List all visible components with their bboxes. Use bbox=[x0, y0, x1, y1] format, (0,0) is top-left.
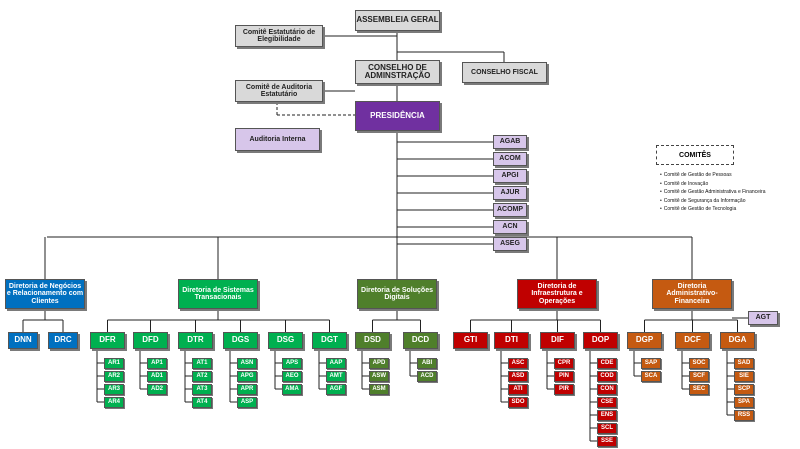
department-gti: GTI bbox=[453, 332, 488, 349]
unit-at2: AT2 bbox=[192, 371, 212, 382]
unit-apr: APR bbox=[237, 384, 257, 395]
department-dsg: DSG bbox=[268, 332, 303, 349]
assessoria-apgi: APGI bbox=[493, 169, 527, 183]
assessoria-acom: ACOM bbox=[493, 152, 527, 166]
unit-apd: APD bbox=[369, 358, 389, 369]
unit-ap1: AP1 bbox=[147, 358, 167, 369]
conselho-administracao-box: CONSELHO DE ADMINSTRAÇÃO bbox=[355, 60, 440, 84]
comite-item: Comitê de Gestão de Tecnologia bbox=[660, 205, 765, 214]
auditoria-interna-box: Auditoria Interna bbox=[235, 128, 320, 151]
directorate-box: Diretoria Administrativo-Financeira bbox=[652, 279, 732, 309]
assessoria-aseg: ASEG bbox=[493, 237, 527, 251]
conselho-fiscal-box: CONSELHO FISCAL bbox=[462, 62, 547, 83]
unit-ad2: AD2 bbox=[147, 384, 167, 395]
unit-ad1: AD1 bbox=[147, 371, 167, 382]
directorate-box: Diretoria de Soluções Digitais bbox=[357, 279, 437, 309]
comite-item: Comitê de Gestão de Pessoas bbox=[660, 171, 765, 180]
unit-cse: CSE bbox=[597, 397, 617, 408]
department-dgp: DGP bbox=[627, 332, 662, 349]
department-dsd: DSD bbox=[355, 332, 390, 349]
department-dcd: DCD bbox=[403, 332, 438, 349]
unit-ar1: AR1 bbox=[104, 358, 124, 369]
assessoria-acomp: ACOMP bbox=[493, 203, 527, 217]
comite-item: Comitê de Inovação bbox=[660, 180, 765, 189]
unit-ar4: AR4 bbox=[104, 397, 124, 408]
unit-aeo: AEO bbox=[282, 371, 302, 382]
department-dnn: DNN bbox=[8, 332, 38, 349]
assessoria-agt: AGT bbox=[748, 311, 778, 325]
unit-sec: SEC bbox=[689, 384, 709, 395]
unit-soc: SOC bbox=[689, 358, 709, 369]
unit-scp: SCP bbox=[734, 384, 754, 395]
unit-asn: ASN bbox=[237, 358, 257, 369]
unit-apg: APG bbox=[237, 371, 257, 382]
assessoria-agab: AGAB bbox=[493, 135, 527, 149]
comite-item: Comitê de Segurança da Informação bbox=[660, 197, 765, 206]
department-drc: DRC bbox=[48, 332, 78, 349]
department-dop: DOP bbox=[583, 332, 618, 349]
unit-asd: ASD bbox=[508, 371, 528, 382]
unit-sap: SAP bbox=[641, 358, 661, 369]
unit-sca: SCA bbox=[641, 371, 661, 382]
unit-scf: SCF bbox=[689, 371, 709, 382]
department-dgs: DGS bbox=[223, 332, 258, 349]
unit-sse: SSE bbox=[597, 436, 617, 447]
unit-aap: AAP bbox=[326, 358, 346, 369]
unit-spa: SPA bbox=[734, 397, 754, 408]
unit-sad: SAD bbox=[734, 358, 754, 369]
unit-at1: AT1 bbox=[192, 358, 212, 369]
directorate-box: Diretoria de Sistemas Transacionais bbox=[178, 279, 258, 309]
unit-pir: PIR bbox=[554, 384, 574, 395]
unit-asc: ASC bbox=[508, 358, 528, 369]
unit-agf: AGF bbox=[326, 384, 346, 395]
assembleia-geral-box: ASSEMBLEIA GERAL bbox=[355, 10, 440, 31]
department-dcf: DCF bbox=[675, 332, 710, 349]
presidencia-box: PRESIDÊNCIA bbox=[355, 101, 440, 131]
unit-asm: ASM bbox=[369, 384, 389, 395]
department-dif: DIF bbox=[540, 332, 575, 349]
unit-asw: ASW bbox=[369, 371, 389, 382]
unit-rss: RSS bbox=[734, 410, 754, 421]
unit-cod: COD bbox=[597, 371, 617, 382]
unit-cde: CDE bbox=[597, 358, 617, 369]
unit-pin: PIN bbox=[554, 371, 574, 382]
comites-legend-title: COMITÊS bbox=[656, 145, 734, 165]
unit-ar3: AR3 bbox=[104, 384, 124, 395]
department-dga: DGA bbox=[720, 332, 755, 349]
department-dgt: DGT bbox=[312, 332, 347, 349]
unit-ati: ATI bbox=[508, 384, 528, 395]
unit-sdo: SDO bbox=[508, 397, 528, 408]
unit-ama: AMA bbox=[282, 384, 302, 395]
unit-at3: AT3 bbox=[192, 384, 212, 395]
unit-at4: AT4 bbox=[192, 397, 212, 408]
unit-amt: AMT bbox=[326, 371, 346, 382]
department-dfd: DFD bbox=[133, 332, 168, 349]
unit-scl: SCL bbox=[597, 423, 617, 434]
unit-con: CON bbox=[597, 384, 617, 395]
department-dtr: DTR bbox=[178, 332, 213, 349]
department-dti: DTI bbox=[494, 332, 529, 349]
directorate-box: Diretoria de Infraestrutura e Operações bbox=[517, 279, 597, 309]
unit-asp: ASP bbox=[237, 397, 257, 408]
unit-abi: ABI bbox=[417, 358, 437, 369]
comites-legend-list: Comitê de Gestão de Pessoas Comitê de In… bbox=[660, 171, 766, 214]
comite-item: Comitê de Gestão Administrativa e Financ… bbox=[660, 188, 766, 197]
department-dfr: DFR bbox=[90, 332, 125, 349]
unit-acd: ACD bbox=[417, 371, 437, 382]
unit-ar2: AR2 bbox=[104, 371, 124, 382]
comite-estatutario-box: Comitê Estatutário de Elegibilidade bbox=[235, 25, 323, 47]
assessoria-ajur: AJUR bbox=[493, 186, 527, 200]
unit-aps: APS bbox=[282, 358, 302, 369]
comite-auditoria-box: Comitê de Auditoria Estatutário bbox=[235, 80, 323, 102]
directorate-box: Diretoria de Negócios e Relacionamento c… bbox=[5, 279, 85, 309]
unit-cpr: CPR bbox=[554, 358, 574, 369]
assessoria-acn: ACN bbox=[493, 220, 527, 234]
unit-ens: ENS bbox=[597, 410, 617, 421]
unit-sie: SIE bbox=[734, 371, 754, 382]
